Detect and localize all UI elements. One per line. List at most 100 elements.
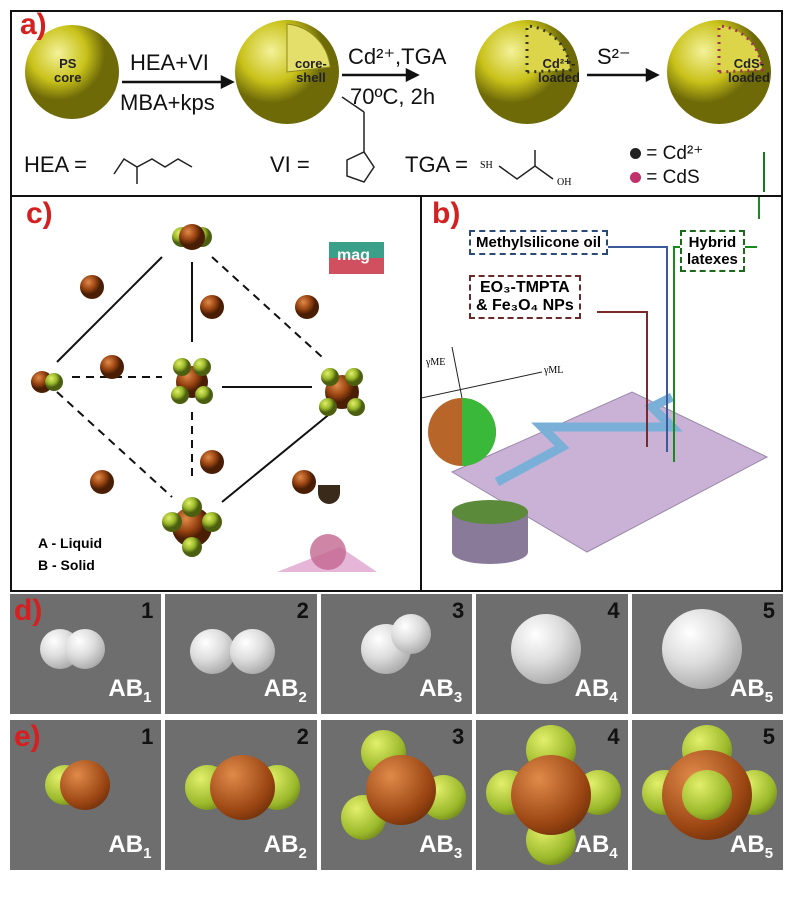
arrow2-top: Cd²⁺,TGA bbox=[348, 44, 447, 69]
ab: AB bbox=[108, 831, 144, 859]
ab: AB bbox=[419, 831, 454, 859]
panel-b-label: b) bbox=[432, 197, 461, 230]
ab-label: AB1 bbox=[108, 675, 151, 706]
panel-c-label: c) bbox=[26, 197, 53, 230]
eo-tmpta-box: EO₃-TMPTA& Fe₃O₄ NPs bbox=[469, 275, 581, 319]
number: 5 bbox=[762, 724, 776, 749]
ab: AB bbox=[574, 831, 610, 859]
ab: AB bbox=[419, 675, 454, 703]
ab: AB bbox=[730, 675, 765, 703]
number: 1 bbox=[141, 598, 154, 623]
ab-label: AB2 bbox=[264, 675, 307, 706]
microfluidic-device bbox=[422, 197, 769, 564]
sub: 1 bbox=[143, 689, 152, 706]
ab: AB bbox=[108, 675, 144, 703]
ab-label: AB5 bbox=[730, 831, 773, 862]
panel-a-label: a) bbox=[20, 8, 47, 41]
ab-label: AB3 bbox=[419, 675, 462, 706]
cds-loaded-text: CdS-loaded bbox=[728, 57, 770, 85]
arrow1-top: HEA+VI bbox=[130, 50, 209, 75]
tga-label: TGA = bbox=[405, 152, 468, 177]
vi-label: VI = bbox=[270, 152, 310, 177]
ab: AB bbox=[730, 831, 765, 859]
ab: AB bbox=[263, 675, 299, 703]
legend-cd: = Cd²⁺ bbox=[630, 142, 703, 165]
label: loaded bbox=[538, 70, 580, 85]
sub: 4 bbox=[609, 845, 618, 862]
ab-label: AB3 bbox=[419, 831, 462, 862]
sub: 1 bbox=[143, 845, 152, 862]
ab: AB bbox=[574, 675, 610, 703]
arrow2-bottom: 70ºC, 2h bbox=[350, 84, 436, 109]
legend-b: B - Solid bbox=[38, 557, 95, 573]
number: 4 bbox=[607, 598, 620, 623]
legend-a: A - Liquid bbox=[38, 535, 103, 551]
hea-label: HEA = bbox=[24, 152, 87, 177]
label: EO₃-TMPTA bbox=[479, 279, 570, 296]
sub: 5 bbox=[764, 845, 774, 862]
number: 3 bbox=[451, 598, 465, 623]
number: 3 bbox=[451, 724, 465, 749]
panel-d-label: d) bbox=[14, 594, 43, 627]
label: core- bbox=[295, 56, 327, 71]
arrow1-bottom: MBA+kps bbox=[120, 90, 215, 115]
dot-icon bbox=[630, 148, 641, 159]
sub: 2 bbox=[298, 689, 307, 706]
cd-loaded-text: Cd²⁺-loaded bbox=[538, 57, 580, 85]
assembly-diagram bbox=[31, 224, 384, 572]
uv-text: UV bbox=[320, 473, 334, 484]
ab-label: AB2 bbox=[264, 831, 307, 862]
gamma-ml: γML bbox=[544, 365, 564, 376]
number: 5 bbox=[762, 598, 776, 623]
label: & Fe₃O₄ NPs bbox=[476, 297, 574, 314]
label: shell bbox=[296, 70, 326, 85]
sub: 3 bbox=[453, 689, 463, 706]
ab-label: AB5 bbox=[730, 675, 773, 706]
number: 2 bbox=[296, 724, 309, 749]
label: Cd²⁺- bbox=[542, 56, 576, 71]
legend-text: = CdS bbox=[646, 167, 700, 188]
sub: 5 bbox=[764, 689, 774, 706]
sh-text: SH bbox=[480, 160, 493, 171]
mag-text: mag bbox=[337, 247, 370, 264]
sub: 4 bbox=[609, 689, 618, 706]
label: Hybrid bbox=[688, 234, 737, 251]
ab-label: AB4 bbox=[575, 831, 618, 862]
number: 1 bbox=[141, 724, 154, 749]
ab: AB bbox=[263, 831, 299, 859]
oh-text: OH bbox=[557, 177, 572, 188]
label: latexes bbox=[687, 251, 738, 268]
synthesis-scheme bbox=[25, 20, 771, 192]
sub: 2 bbox=[298, 845, 307, 862]
legend-cds: = CdS bbox=[630, 167, 700, 189]
number: 2 bbox=[296, 598, 309, 623]
panel-e-label: e) bbox=[14, 720, 41, 753]
ab-label: AB4 bbox=[575, 675, 618, 706]
methylsilicone-oil-box: Methylsilicone oil bbox=[469, 230, 609, 255]
panel-c: c) mag UV A - Liquid B - Solid bbox=[10, 195, 422, 592]
arrow3-top: S²⁻ bbox=[597, 44, 631, 69]
label: PS bbox=[59, 56, 77, 71]
label: loaded bbox=[728, 70, 770, 85]
gamma-me: γME bbox=[426, 357, 446, 368]
legend-text: = Cd²⁺ bbox=[646, 143, 704, 164]
number: 4 bbox=[607, 724, 620, 749]
ab-label: AB1 bbox=[108, 831, 151, 862]
dot-icon bbox=[630, 172, 641, 183]
core-shell-text: core-shell bbox=[295, 57, 327, 85]
label: core bbox=[54, 70, 82, 85]
